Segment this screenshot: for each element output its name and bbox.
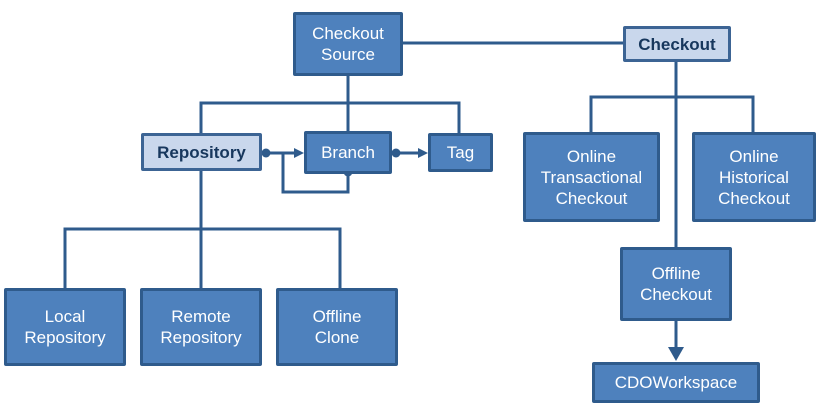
- node-cdo-workspace: CDOWorkspace: [592, 362, 760, 403]
- node-branch-label: Branch: [321, 143, 375, 162]
- node-repository: Repository: [141, 133, 262, 171]
- node-tag-label: Tag: [446, 143, 475, 162]
- node-branch: Branch: [304, 131, 392, 174]
- edge-source-children-rail: [199, 101, 461, 133]
- node-online-transactional-checkout: Online Transactional Checkout: [523, 132, 660, 222]
- node-online-transactional-checkout-label: Online Transactional Checkout: [540, 146, 643, 208]
- node-remote-repository-label: Remote Repository: [160, 307, 242, 347]
- arrowhead-into-tag: [418, 148, 428, 158]
- edge-branch-self-loop: [281, 153, 350, 194]
- node-cdo-workspace-label: CDOWorkspace: [614, 373, 738, 392]
- node-checkout: Checkout: [623, 26, 731, 62]
- node-remote-repository: Remote Repository: [140, 288, 262, 366]
- node-tag: Tag: [428, 133, 493, 172]
- node-offline-checkout-label: Offline Checkout: [640, 264, 712, 304]
- node-checkout-source: Checkout Source: [293, 12, 403, 76]
- node-online-historical-checkout: Online Historical Checkout: [692, 132, 816, 222]
- node-offline-checkout: Offline Checkout: [620, 247, 732, 321]
- node-local-repository-label: Local Repository: [24, 307, 106, 347]
- arrowhead-into-cdoworkspace: [668, 347, 684, 361]
- edge-checkout-children-rail: [589, 95, 755, 132]
- arrowhead-into-branch: [294, 148, 304, 158]
- node-local-repository: Local Repository: [4, 288, 126, 366]
- node-repository-label: Repository: [157, 142, 246, 162]
- node-offline-clone: Offline Clone: [276, 288, 398, 366]
- edge-repository-children-rail: [63, 227, 342, 289]
- node-checkout-label: Checkout: [638, 34, 716, 54]
- node-online-historical-checkout-label: Online Historical Checkout: [718, 146, 790, 208]
- node-offline-clone-label: Offline Clone: [312, 307, 362, 347]
- node-checkout-source-label: Checkout Source: [312, 24, 384, 64]
